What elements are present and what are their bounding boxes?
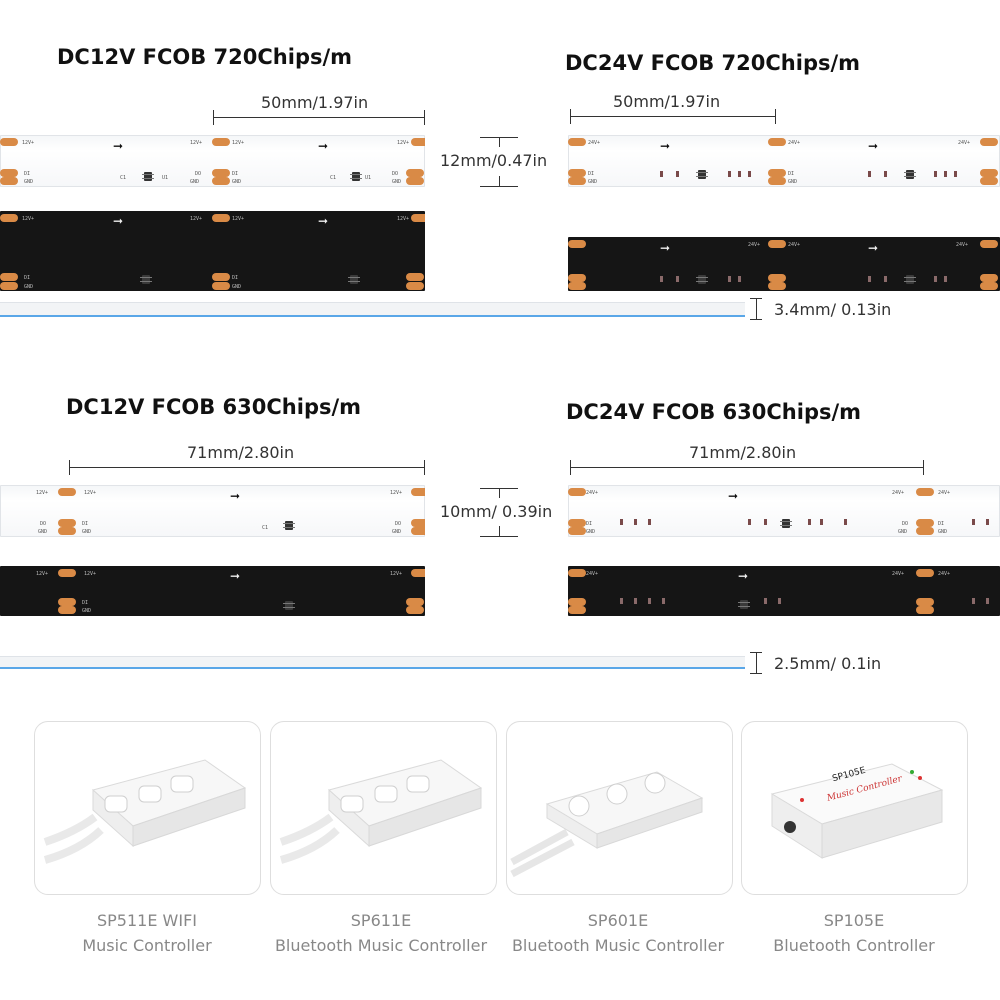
caption-desc: Bluetooth Music Controller [274, 936, 488, 955]
thickness-label: 2.5mm/ 0.1in [774, 654, 882, 673]
controller-card-sp511e [34, 721, 261, 895]
led-strip-white-12v-720: 12V+ 12V+ 12V+ 12V+ DI GND DO GND DI GND… [0, 135, 425, 187]
pitch-label: 50mm/1.97in [261, 93, 369, 112]
led-strip-black-12v-720: 12V+ 12V+ 12V+ 12V+ DI GND DI GND ➞➞ [0, 211, 425, 291]
title-12v-720: DC12V FCOB 720Chips/m [57, 45, 353, 69]
caption-desc: Music Controller [82, 936, 212, 955]
title-24v-720: DC24V FCOB 720Chips/m [565, 51, 861, 75]
controller-card-sp105e: SP105E Music Controller [741, 721, 968, 895]
controller-image [43, 759, 247, 864]
caption-sp105e: SP105E Bluetooth Controller [729, 908, 979, 958]
caption-model: SP105E [823, 911, 885, 930]
caption-model: SP511E WIFI [97, 911, 197, 930]
led-strip-white-24v-630: 24V+ 24V+ 24V+ DI GND DO GND DI GND ➞ [568, 485, 1000, 537]
pitch-label: 71mm/2.80in [187, 443, 295, 462]
width-label: 10mm/ 0.39in [440, 502, 553, 521]
title-24v-630: DC24V FCOB 630Chips/m [566, 400, 862, 424]
caption-sp511e: SP511E WIFI Music Controller [22, 908, 272, 958]
caption-model: SP611E [350, 911, 412, 930]
controller-image [510, 771, 704, 878]
caption-desc: Bluetooth Controller [773, 936, 935, 955]
width-label: 12mm/0.47in [440, 151, 548, 170]
led-strip-black-24v-720: 24V+ 24V+ 24V+ ➞➞ [568, 237, 1000, 291]
controller-card-sp611e [270, 721, 497, 895]
controller-card-sp601e [506, 721, 733, 895]
led-strip-black-12v-630: 12V+ 12V+ 12V+ DI GND ➞ [0, 566, 425, 616]
controller-image [279, 759, 483, 864]
thickness-profile-630 [0, 656, 745, 669]
caption-sp601e: SP601E Bluetooth Music Controller [493, 908, 743, 958]
pitch-label: 71mm/2.80in [689, 443, 797, 462]
pitch-label: 50mm/1.97in [613, 92, 721, 111]
title-12v-630: DC12V FCOB 630Chips/m [66, 395, 362, 419]
led-strip-white-24v-720: 24V+ 24V+ 24V+ DI GND DI GND ➞➞ [568, 135, 1000, 187]
led-strip-black-24v-630: 24V+ 24V+ 24V+ ➞ [568, 566, 1000, 616]
caption-desc: Bluetooth Music Controller [511, 936, 725, 955]
thickness-label: 3.4mm/ 0.13in [774, 300, 892, 319]
led-strip-white-12v-630: 12V+ 12V+ 12V+ DO GND DI GND DO GND C1 ➞ [0, 485, 425, 537]
caption-sp611e: SP611E Bluetooth Music Controller [256, 908, 506, 958]
thickness-profile-720 [0, 302, 745, 317]
caption-model: SP601E [587, 911, 649, 930]
controller-image [770, 763, 944, 859]
